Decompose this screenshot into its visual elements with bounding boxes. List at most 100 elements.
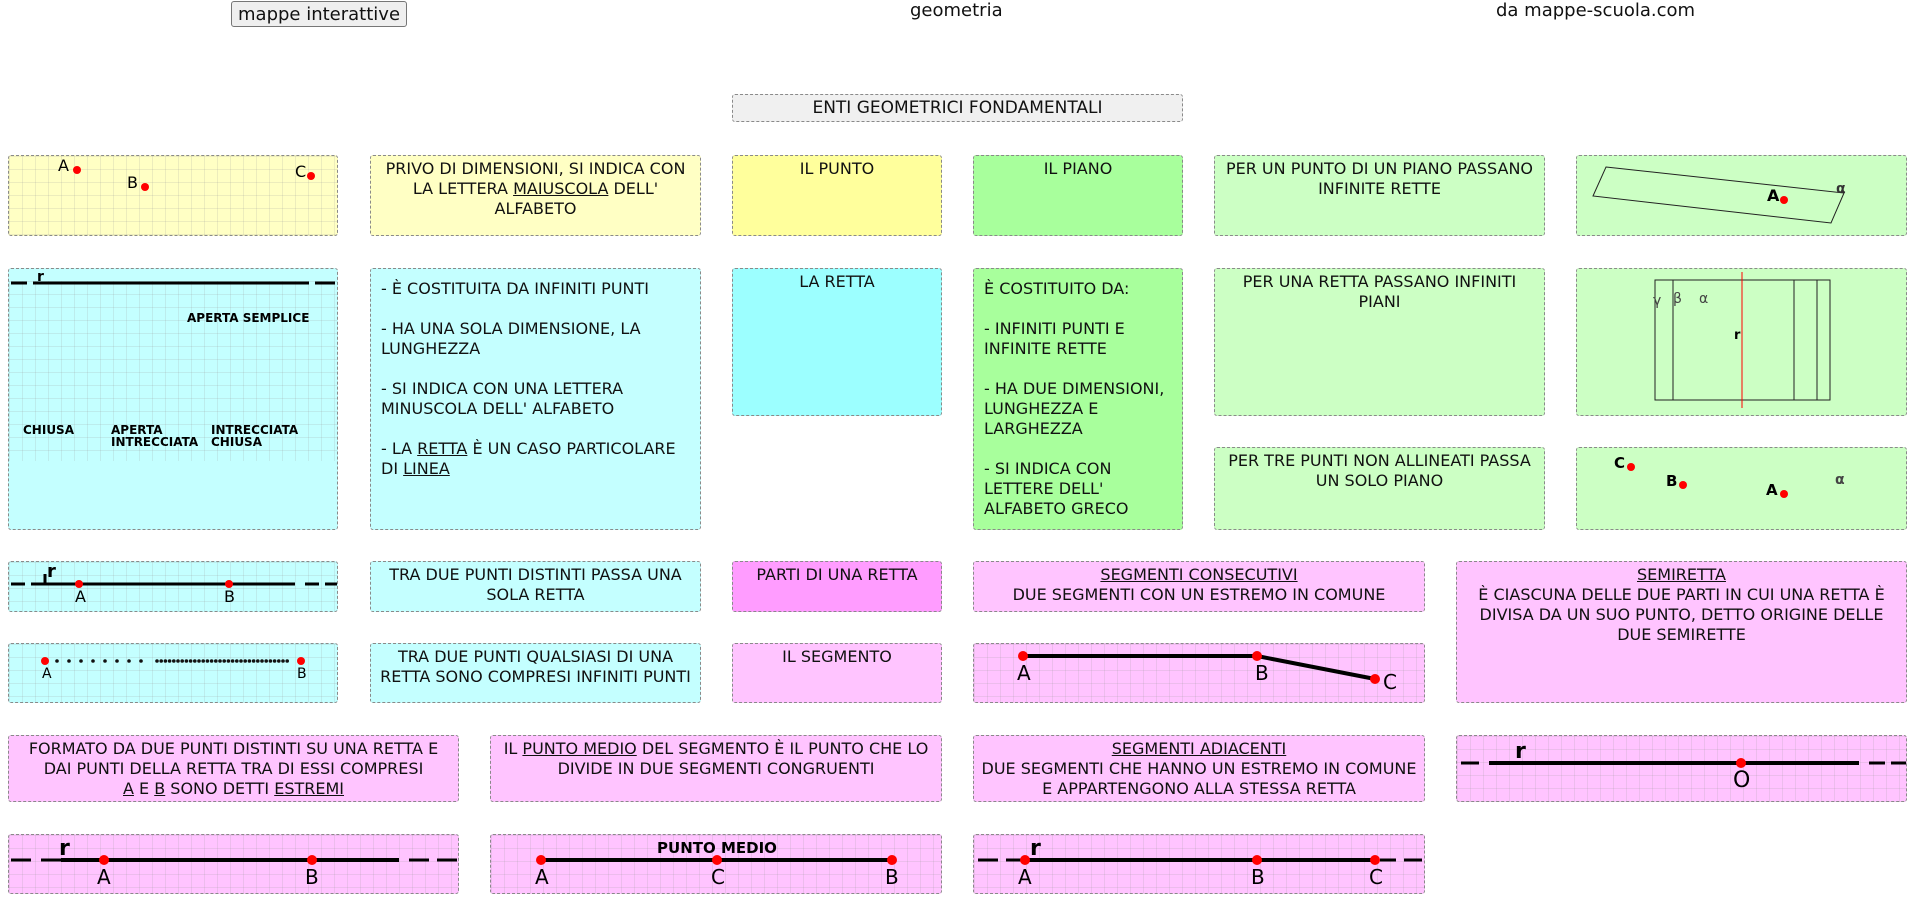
il-punto-title: IL PUNTO bbox=[732, 155, 942, 236]
retta-figure-svg: r APERTA SEMPLICE CHIUSA APERTA INTRECCI… bbox=[11, 269, 335, 449]
piano-item-2: - INFINITI PUNTI E INFINITE RETTE bbox=[984, 319, 1125, 358]
inner-point bbox=[264, 659, 268, 663]
inner-point bbox=[172, 659, 176, 663]
inner-point bbox=[247, 659, 252, 663]
piano-figure-2-svg: γ β α r bbox=[1653, 272, 1831, 408]
inner-point bbox=[256, 659, 260, 663]
segment-bc bbox=[1256, 654, 1376, 681]
label-a: A bbox=[535, 865, 549, 889]
piano-item-3: - HA DUE DIMENSIONI, LUNGHEZZA E LARGHEZ… bbox=[984, 379, 1165, 438]
label-b: B bbox=[1666, 472, 1677, 490]
label-intrecciata-chiusa-1: INTRECCIATA bbox=[211, 423, 299, 437]
point-a bbox=[75, 580, 83, 588]
inner-point bbox=[226, 659, 231, 663]
inner-point bbox=[285, 659, 290, 663]
inner-point bbox=[193, 659, 197, 663]
point-a bbox=[1780, 490, 1788, 498]
inner-point bbox=[243, 659, 247, 663]
punto-figure-svg: A B C bbox=[58, 156, 315, 192]
punto-medio-underline: PUNTO MEDIO bbox=[522, 739, 637, 758]
point-b bbox=[307, 855, 317, 865]
mappe-interattive-button[interactable]: mappe interattive bbox=[231, 1, 408, 27]
inner-point bbox=[127, 659, 131, 663]
per-un-punto-text: PER UN PUNTO DI UN PIANO PASSANO INFINIT… bbox=[1214, 155, 1545, 236]
point-c bbox=[1370, 674, 1380, 684]
label-aperta-semplice: APERTA SEMPLICE bbox=[187, 311, 309, 325]
inner-point bbox=[188, 659, 193, 663]
punto-medio-label: PUNTO MEDIO bbox=[657, 839, 777, 857]
label-aperta-intrecciata-2: INTRECCIATA bbox=[111, 435, 199, 449]
segmenti-adiacenti-box: SEGMENTI ADIACENTI DUE SEGMENTI CHE HANN… bbox=[973, 735, 1425, 802]
point-c bbox=[712, 855, 722, 865]
label-chiusa: CHIUSA bbox=[23, 423, 75, 437]
label-a: A bbox=[1018, 865, 1032, 889]
label-b: B bbox=[885, 865, 899, 889]
point-c bbox=[307, 172, 315, 180]
label-gamma: γ bbox=[1653, 293, 1661, 309]
point-b bbox=[297, 657, 305, 665]
infiniti-punti-figure: A B bbox=[8, 643, 338, 703]
inner-point bbox=[230, 659, 235, 663]
inner-point bbox=[218, 659, 222, 663]
segmenti-adiacenti-title: SEGMENTI ADIACENTI bbox=[1111, 739, 1287, 758]
point-a bbox=[41, 657, 49, 665]
label-c: C bbox=[1614, 454, 1625, 472]
header-site[interactable]: da mappe-scuola.com bbox=[1496, 0, 1696, 21]
label-b: B bbox=[224, 587, 235, 606]
segmenti-consecutivi-desc: DUE SEGMENTI CON UN ESTREMO IN COMUNE bbox=[1012, 585, 1386, 604]
retta-item-1: - È COSTITUITA DA INFINITI PUNTI bbox=[381, 279, 649, 298]
inner-point bbox=[115, 659, 119, 663]
punto-description: PRIVO DI DIMENSIONI, SI INDICA CON LA LE… bbox=[370, 155, 701, 236]
segmenti-consecutivi-title: SEGMENTI CONSECUTIVI bbox=[1100, 565, 1298, 584]
label-a: A bbox=[1767, 186, 1780, 205]
punto-medio-figure: PUNTO MEDIO A C B bbox=[490, 834, 942, 894]
piano-figure-1-svg: A α bbox=[1592, 166, 1846, 224]
inner-point bbox=[91, 659, 95, 663]
semiretta-figure: r O bbox=[1456, 735, 1907, 802]
label-b: B bbox=[127, 173, 138, 192]
adiacenti-figure: r A B C bbox=[973, 834, 1425, 894]
punto-medio-box: IL PUNTO MEDIO DEL SEGMENTO È IL PUNTO C… bbox=[490, 735, 942, 802]
inner-point bbox=[239, 659, 243, 663]
point-a bbox=[73, 166, 81, 174]
inner-point bbox=[163, 659, 168, 663]
label-b: B bbox=[1255, 661, 1269, 685]
segmenti-adiacenti-desc: DUE SEGMENTI CHE HANNO UN ESTREMO IN COM… bbox=[981, 759, 1417, 798]
piano-item-4: - SI INDICA CON LETTERE DELL' ALFABETO G… bbox=[984, 459, 1129, 518]
retta-item-2: - HA UNA SOLA DIMENSIONE, LA LUNGHEZZA bbox=[381, 319, 641, 358]
retta-grid bbox=[9, 281, 337, 461]
retta-figure: r APERTA SEMPLICE CHIUSA APERTA INTRECCI… bbox=[8, 268, 338, 530]
label-a: A bbox=[75, 587, 86, 606]
inner-point bbox=[55, 659, 59, 663]
label-b: B bbox=[1251, 865, 1265, 889]
inner-point bbox=[235, 659, 239, 663]
parti-retta-title: PARTI DI UNA RETTA bbox=[732, 561, 942, 612]
segmento-figure: r A B bbox=[8, 834, 459, 894]
inner-point bbox=[214, 659, 218, 663]
due-punti-figure: r A B bbox=[8, 561, 338, 612]
per-tre-punti-text: PER TRE PUNTI NON ALLINEATI PASSA UN SOL… bbox=[1214, 447, 1545, 530]
inner-point bbox=[159, 659, 163, 663]
inner-point bbox=[167, 659, 172, 663]
per-una-retta-text: PER UNA RETTA PASSANO INFINITI PIANI bbox=[1214, 268, 1545, 416]
inner-point bbox=[268, 659, 273, 663]
point-c bbox=[1627, 463, 1635, 471]
label-c: C bbox=[711, 865, 725, 889]
label-intrecciata-chiusa-2: CHIUSA bbox=[211, 435, 263, 449]
infiniti-punti-figure-svg: A B bbox=[41, 657, 307, 682]
piano-figure-3: C B A α bbox=[1576, 447, 1907, 530]
due-punti-text: TRA DUE PUNTI DISTINTI PASSA UNA SOLA RE… bbox=[370, 561, 701, 612]
semiretta-desc: È CIASCUNA DELLE DUE PARTI IN CUI UNA RE… bbox=[1478, 585, 1885, 644]
retta-description: - È COSTITUITA DA INFINITI PUNTI - HA UN… bbox=[370, 268, 701, 530]
header-center-title: geometria bbox=[910, 0, 1003, 21]
point-b bbox=[141, 183, 149, 191]
il-piano-title: IL PIANO bbox=[973, 155, 1183, 236]
inner-point bbox=[176, 659, 180, 663]
inner-point bbox=[277, 659, 281, 663]
point-b bbox=[225, 580, 233, 588]
label-a: A bbox=[97, 865, 111, 889]
point-b bbox=[1679, 481, 1687, 489]
inner-point bbox=[209, 659, 214, 663]
point-a bbox=[1780, 196, 1788, 204]
inner-point bbox=[197, 659, 201, 663]
